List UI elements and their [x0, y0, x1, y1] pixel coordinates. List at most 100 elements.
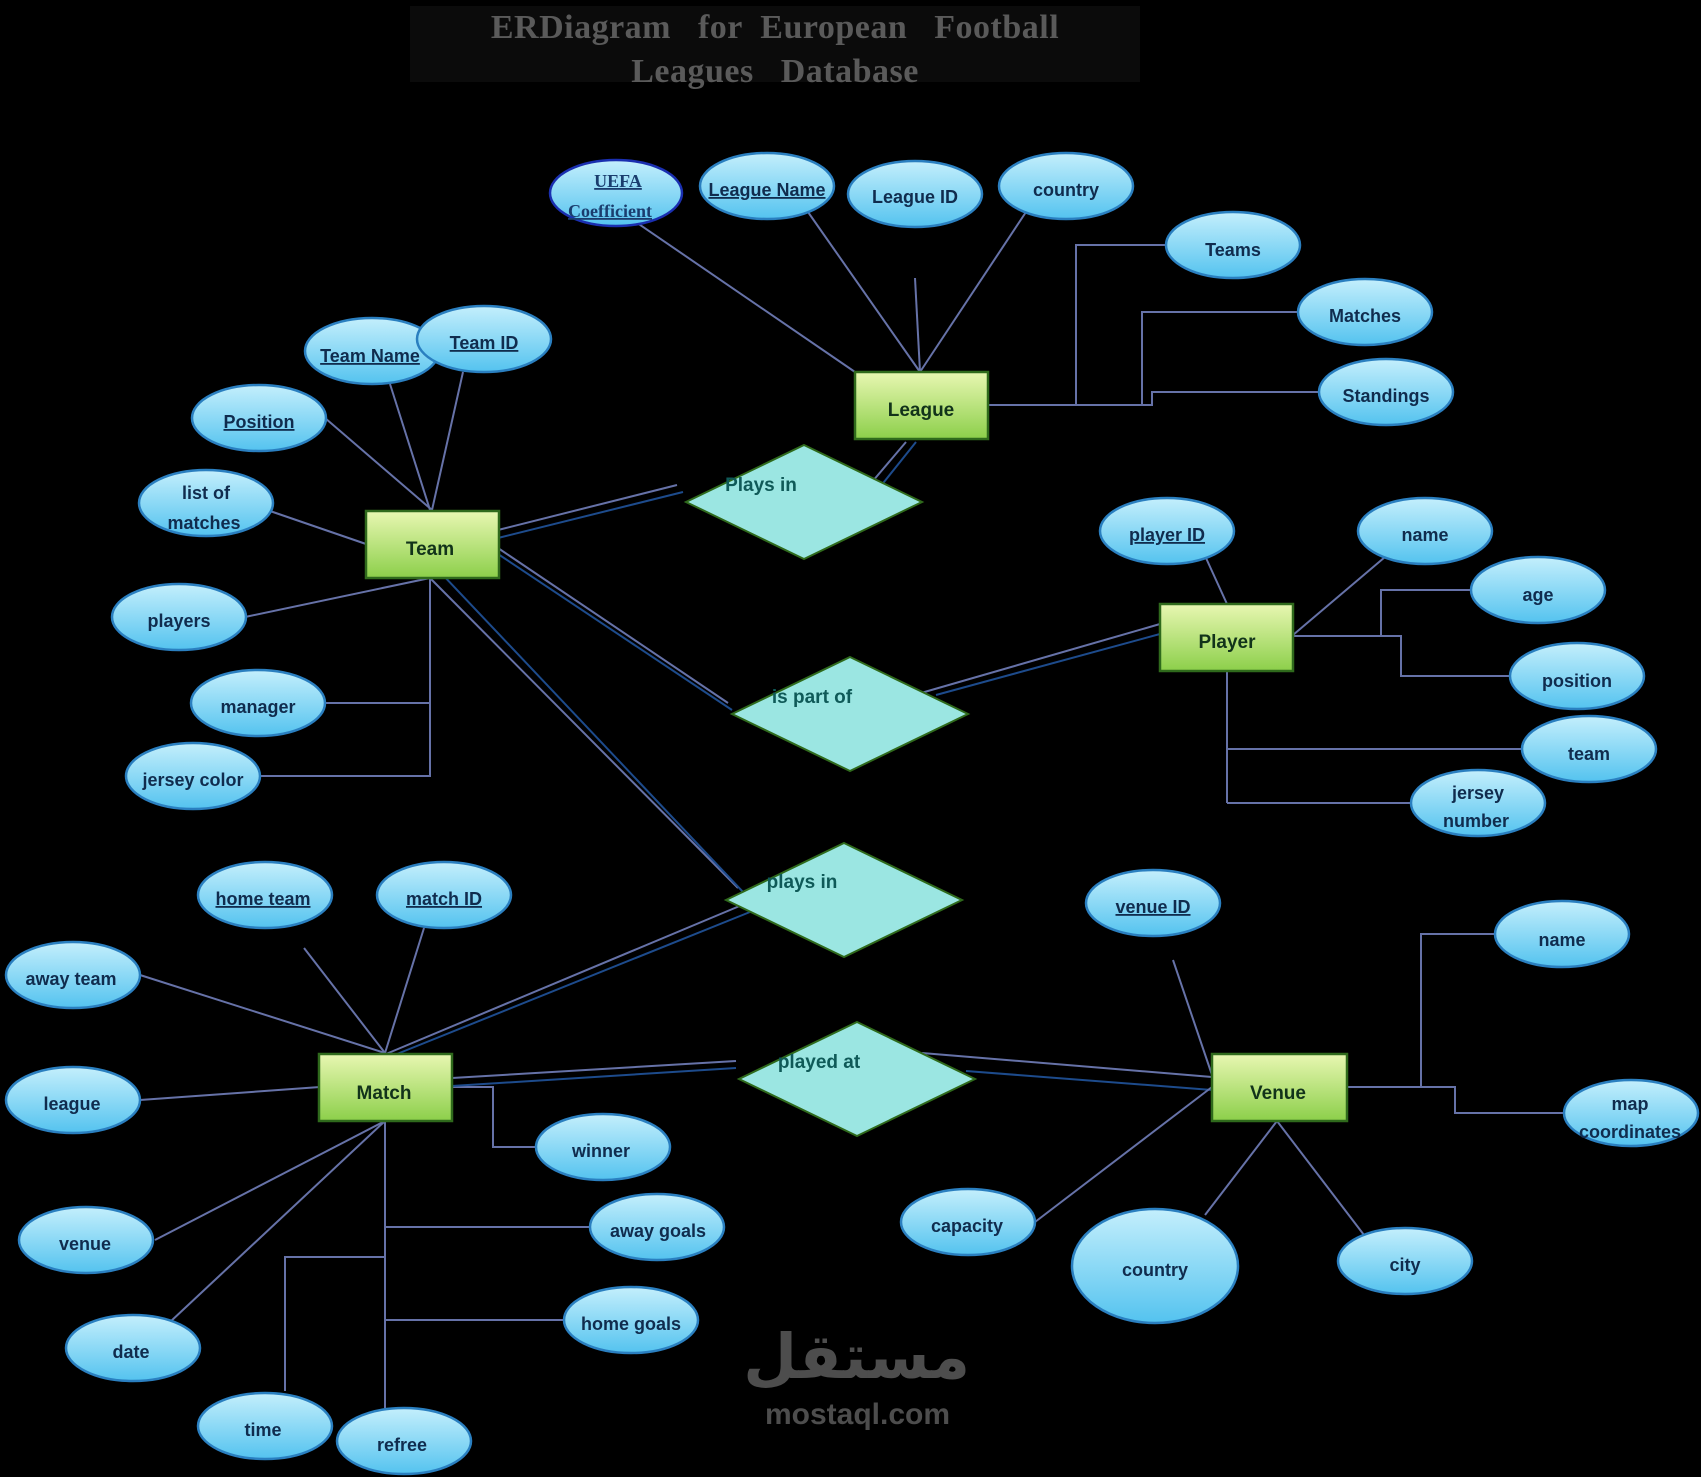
attribute-home-team: home team: [196, 860, 334, 930]
connector-lines: [139, 211, 1564, 1408]
svg-text:home goals: home goals: [581, 1314, 681, 1334]
entity-label: Player: [1198, 632, 1256, 653]
attribute-home-goals: home goals: [562, 1285, 700, 1355]
svg-text:name: name: [1401, 525, 1448, 545]
svg-text:position: position: [1542, 671, 1612, 691]
attribute-standings: Standings: [1317, 357, 1455, 427]
relationship-label: is part of: [772, 687, 853, 708]
svg-text:venue ID: venue ID: [1115, 897, 1190, 917]
svg-text:League Name: League Name: [708, 180, 825, 200]
attribute-player-position: position: [1508, 641, 1646, 711]
attribute-capacity: capacity: [899, 1187, 1037, 1257]
relationship-label: played at: [778, 1052, 861, 1073]
attribute-teams: Teams: [1164, 210, 1302, 280]
attribute-league-country: country: [997, 151, 1135, 221]
svg-text:Coefficient: Coefficient: [568, 201, 652, 221]
attribute-match-league: league: [4, 1065, 142, 1135]
attribute-uefa-coefficient: UEFA Coefficient: [548, 158, 684, 228]
svg-text:Team ID: Team ID: [450, 333, 519, 353]
entity-label: Venue: [1250, 1083, 1306, 1104]
svg-text:player ID: player ID: [1129, 525, 1205, 545]
attribute-time: time: [196, 1391, 334, 1461]
attribute-team-name: Team Name: [303, 316, 441, 386]
attribute-refree: refree: [335, 1406, 473, 1476]
entity-label: Team: [406, 539, 454, 560]
title-line-2: Leagues Database: [631, 53, 919, 90]
svg-text:list of: list of: [182, 483, 231, 503]
svg-text:away team: away team: [25, 969, 116, 989]
svg-text:Team Name: Team Name: [320, 346, 420, 366]
svg-text:date: date: [112, 1342, 149, 1362]
svg-text:jersey color: jersey color: [141, 770, 243, 790]
entity-league: League: [853, 370, 990, 441]
attribute-away-team: away team: [4, 940, 142, 1010]
svg-text:Position: Position: [224, 412, 295, 432]
entity-match: Match: [317, 1052, 454, 1123]
svg-text:league: league: [43, 1094, 100, 1114]
attribute-team-id: Team ID: [415, 304, 553, 374]
svg-text:Standings: Standings: [1342, 386, 1429, 406]
attribute-league-id: League ID: [846, 159, 984, 229]
attribute-players: players: [110, 582, 248, 652]
entity-label: Match: [357, 1083, 412, 1104]
attribute-match-venue: venue: [17, 1205, 155, 1275]
entity-label: League: [888, 400, 955, 421]
svg-text:home team: home team: [215, 889, 310, 909]
entity-team: Team: [364, 509, 501, 580]
attribute-position: Position: [190, 383, 328, 453]
relationship-label: Plays in: [725, 475, 797, 496]
svg-text:League ID: League ID: [872, 187, 958, 207]
attribute-jersey-color: jersey color: [124, 741, 262, 811]
entity-player: Player: [1158, 602, 1295, 673]
svg-text:country: country: [1033, 180, 1099, 200]
attribute-venue-id: venue ID: [1084, 868, 1222, 938]
attribute-list-of-matches: list of matches: [137, 468, 275, 538]
relationship-played-at: played at: [736, 1020, 978, 1138]
watermark-site: mostaql.com: [764, 1398, 951, 1431]
svg-text:winner: winner: [571, 1141, 630, 1161]
svg-text:venue: venue: [59, 1234, 111, 1254]
svg-text:name: name: [1538, 930, 1585, 950]
attribute-manager: manager: [189, 668, 327, 738]
svg-text:UEFA: UEFA: [594, 171, 642, 191]
svg-text:number: number: [1443, 811, 1509, 831]
title-line-1: ERDiagram for European Football: [490, 9, 1060, 46]
svg-text:jersey: jersey: [1451, 783, 1504, 803]
diagram-title: ERDiagram for European Football Leagues …: [410, 6, 1140, 90]
svg-text:players: players: [147, 611, 210, 631]
attribute-venue-name: name: [1493, 899, 1631, 969]
svg-text:Matches: Matches: [1329, 306, 1401, 326]
attribute-player-id: player ID: [1098, 496, 1236, 566]
attribute-match-id: match ID: [375, 860, 513, 930]
attribute-age: age: [1469, 555, 1607, 625]
svg-text:age: age: [1522, 585, 1553, 605]
attribute-winner: winner: [534, 1112, 672, 1182]
svg-text:city: city: [1389, 1255, 1420, 1275]
attribute-away-goals: away goals: [588, 1192, 726, 1262]
relationship-plays-in-league: Plays in: [683, 443, 925, 561]
attribute-player-team: team: [1520, 714, 1658, 784]
attribute-jersey-number: jersey number: [1409, 768, 1547, 838]
attribute-player-name: name: [1356, 496, 1494, 566]
relationship-plays-in-match: plays in: [723, 841, 965, 959]
svg-text:match ID: match ID: [406, 889, 482, 909]
relationship-is-part-of: is part of: [729, 655, 971, 773]
svg-text:coordinates: coordinates: [1579, 1122, 1681, 1142]
watermark-logo: مستقل: [743, 1320, 970, 1393]
svg-text:refree: refree: [377, 1435, 427, 1455]
svg-text:team: team: [1568, 744, 1610, 764]
svg-text:capacity: capacity: [931, 1216, 1003, 1236]
svg-text:away goals: away goals: [610, 1221, 706, 1241]
attribute-league-name: League Name: [698, 151, 836, 221]
svg-text:Teams: Teams: [1205, 240, 1261, 260]
attribute-date: date: [64, 1313, 202, 1383]
svg-text:country: country: [1122, 1260, 1188, 1280]
attribute-map-coordinates: map coordinates: [1562, 1078, 1700, 1148]
attribute-city: city: [1336, 1226, 1474, 1296]
svg-text:manager: manager: [220, 697, 295, 717]
svg-text:map: map: [1611, 1094, 1648, 1114]
svg-text:time: time: [244, 1420, 281, 1440]
svg-text:matches: matches: [167, 513, 240, 533]
entity-venue: Venue: [1210, 1052, 1349, 1123]
